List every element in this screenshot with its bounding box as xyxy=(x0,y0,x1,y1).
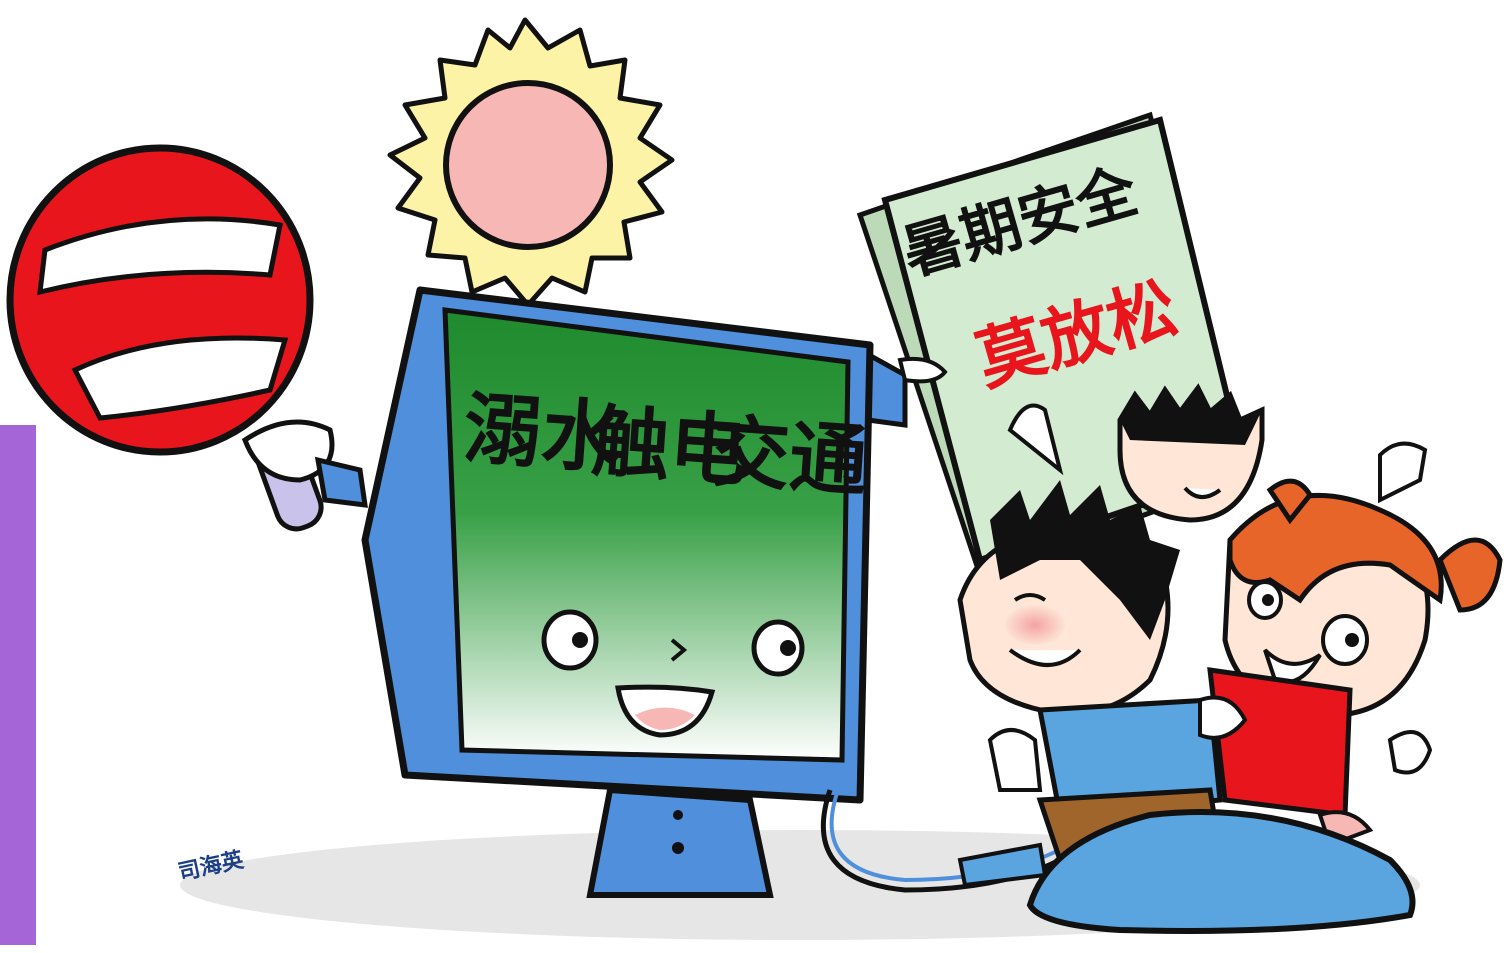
screen-text-electric-shock: 触电 xyxy=(589,397,751,498)
monitor-face xyxy=(541,609,805,738)
computer-mouse-icon xyxy=(1026,809,1416,934)
purple-side-bar xyxy=(0,425,36,945)
children-group xyxy=(957,383,1503,888)
screen-text-traffic: 交通 xyxy=(709,407,871,508)
screen-text-drowning: 溺水 xyxy=(461,384,624,485)
sun-icon xyxy=(387,17,675,308)
no-entry-sign-icon xyxy=(6,144,335,532)
